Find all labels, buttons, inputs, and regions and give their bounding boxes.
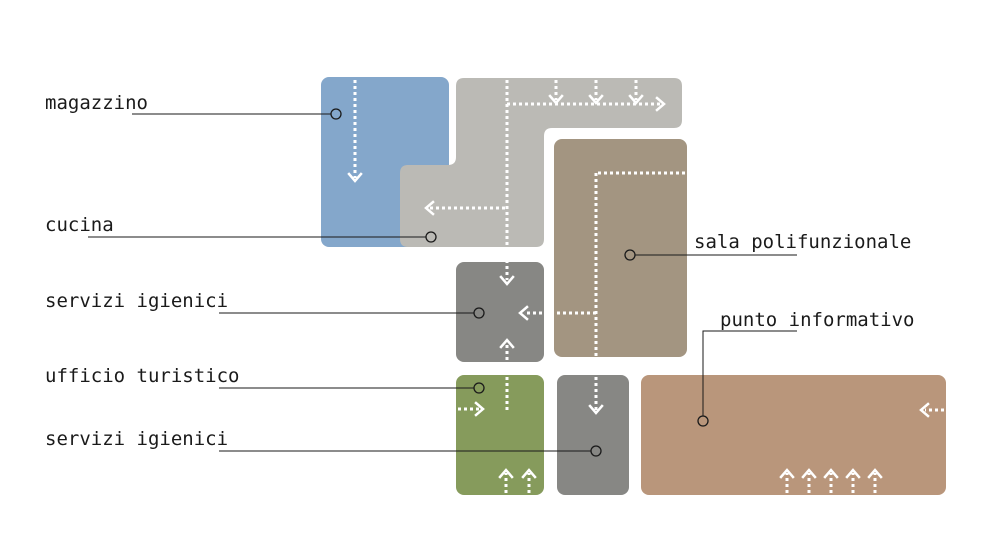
leader-lines <box>88 108 797 457</box>
marker-servizi-igienici-1 <box>473 307 485 319</box>
room-cucina <box>400 78 682 247</box>
label-servizi-igienici-1: servizi igienici <box>45 290 228 312</box>
label-magazzino: magazzino <box>45 92 148 114</box>
marker-ufficio-turistico <box>473 382 485 394</box>
room-servizi-igienici-1 <box>456 262 544 362</box>
room-punto-informativo <box>641 375 946 495</box>
marker-magazzino <box>330 108 342 120</box>
label-servizi-igienici-2: servizi igienici <box>45 428 228 450</box>
circulation-flows <box>347 80 944 493</box>
label-punto-informativo: punto informativo <box>720 309 914 331</box>
marker-sala-polifunzionale <box>624 249 636 261</box>
marker-punto-informativo <box>697 415 709 427</box>
label-cucina: cucina <box>45 214 114 236</box>
marker-cucina <box>425 231 437 243</box>
label-sala-polifunzionale: sala polifunzionale <box>694 231 911 253</box>
label-ufficio-turistico: ufficio turistico <box>45 365 239 387</box>
marker-servizi-igienici-2 <box>590 445 602 457</box>
room-servizi-igienici-2 <box>557 375 629 495</box>
room-sala-polifunzionale <box>554 139 687 357</box>
